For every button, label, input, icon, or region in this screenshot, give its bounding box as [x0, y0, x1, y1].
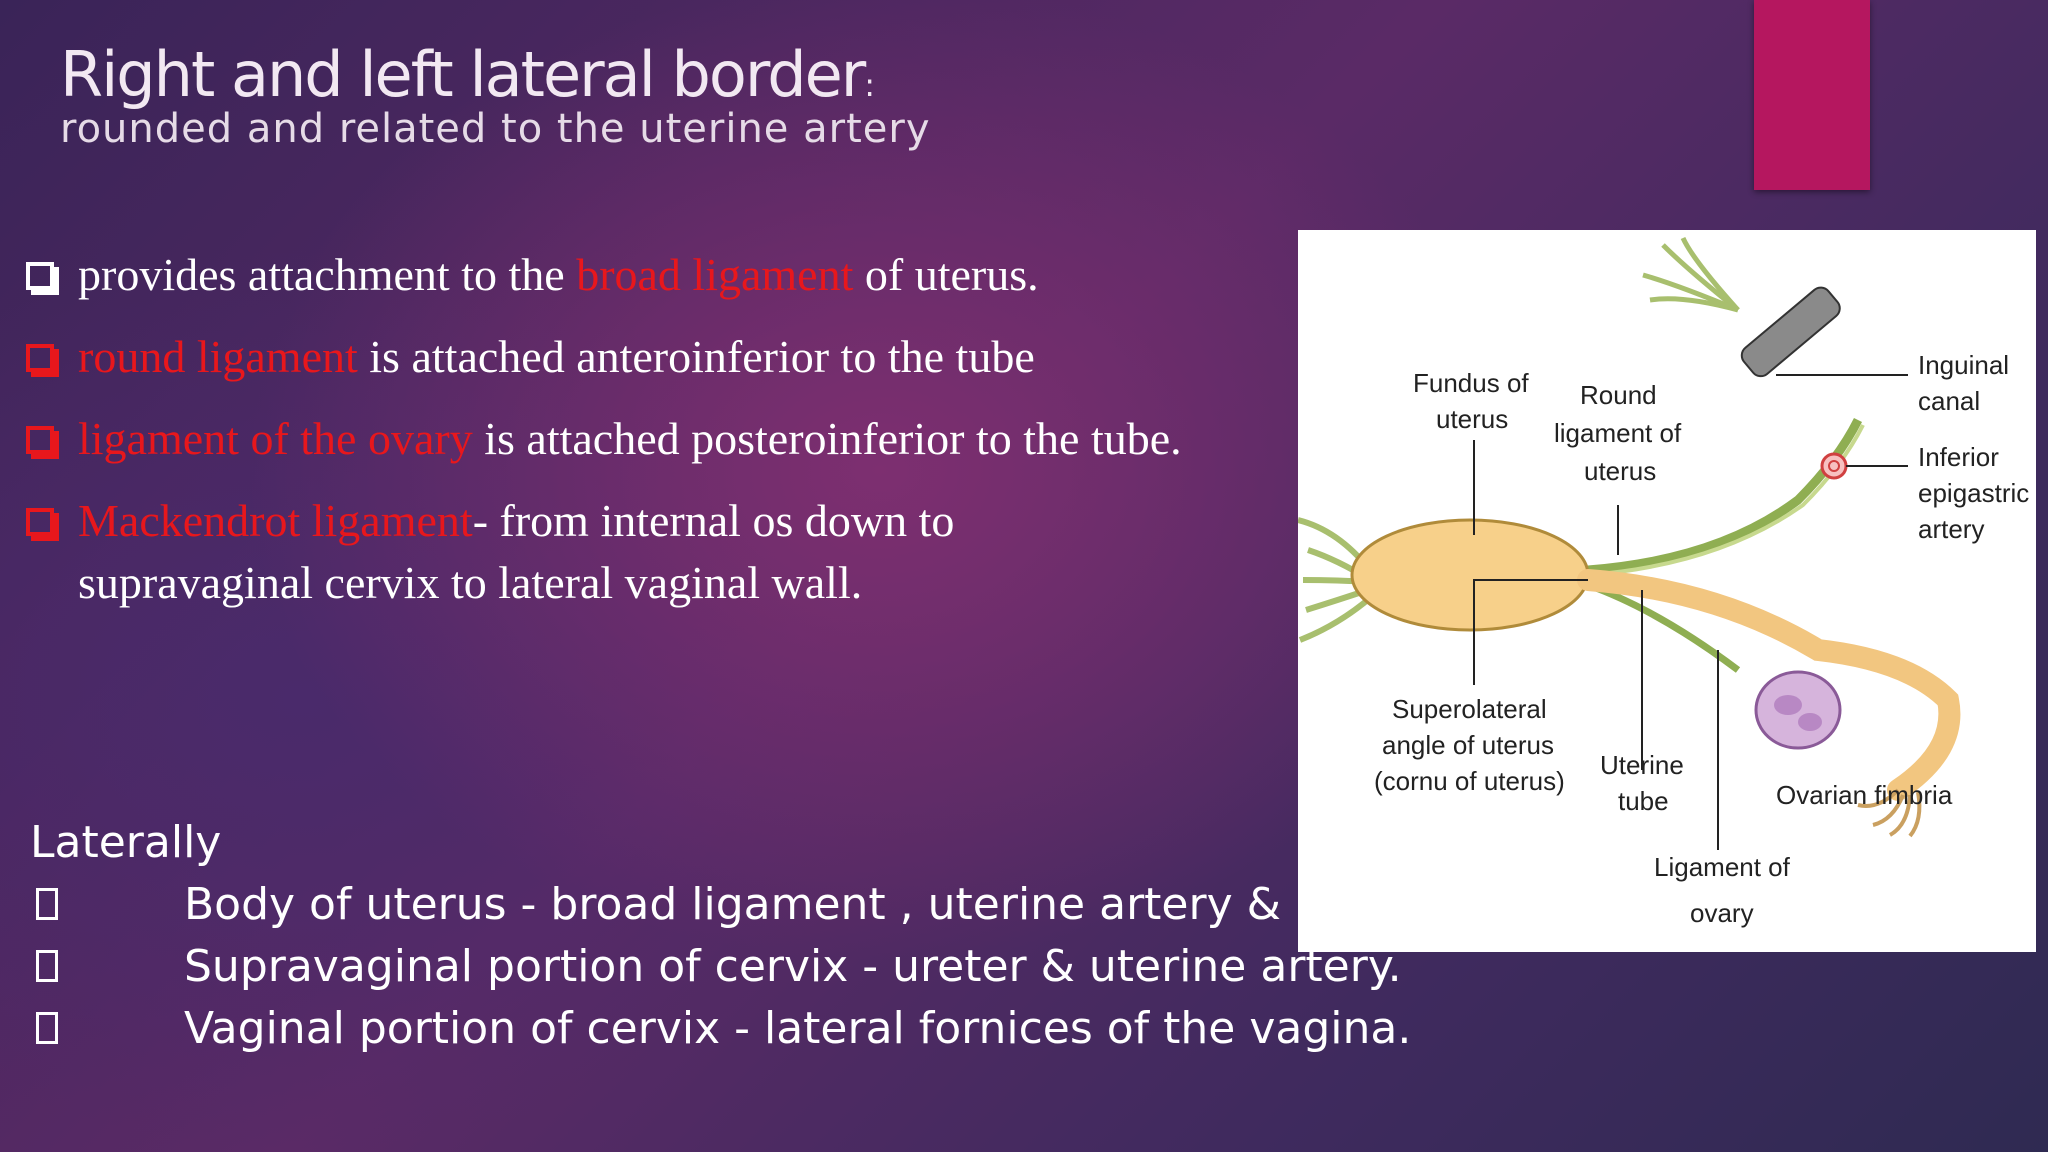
accent-bar	[1754, 0, 1870, 190]
bullet-highlight: broad ligament	[576, 249, 854, 300]
laterally-item-text: Vaginal portion of cervix - lateral forn…	[184, 1003, 1412, 1054]
canal-strands	[1642, 236, 1740, 313]
bullet-item: ligament of the ovary is attached poster…	[22, 408, 1288, 470]
label-round-2: ligament of	[1554, 418, 1682, 448]
epigastric-artery-circle	[1820, 452, 1848, 480]
label-fundus-2: uterus	[1436, 404, 1508, 434]
label-superolateral-3: (cornu of uterus)	[1374, 766, 1565, 796]
label-inferior-3: artery	[1918, 514, 1984, 544]
leader-lines	[1473, 374, 1908, 850]
bullet-list: provides attachment to the broad ligamen…	[22, 244, 1282, 634]
laterally-item-text: Body of uterus - broad ligament , uterin…	[184, 879, 1281, 930]
laterally-section: Laterally Body of uterus - broad ligamen…	[30, 812, 1510, 1060]
slide-subtitle: rounded and related to the uterine arter…	[60, 106, 931, 152]
bullet-text: provides attachment to the	[78, 249, 577, 300]
round-ligament-path	[1587, 417, 1863, 575]
label-superolateral-2: angle of uterus	[1382, 730, 1554, 760]
label-inferior: Inferior	[1918, 442, 1999, 472]
label-uterine-tube: Uterine	[1600, 750, 1684, 780]
square-bullet-icon	[36, 1012, 58, 1044]
laterally-item: Vaginal portion of cervix - lateral forn…	[30, 998, 1510, 1060]
bullet-text-end: of uterus.	[853, 249, 1039, 300]
uterus-body	[1350, 518, 1590, 632]
title-colon: :	[864, 66, 875, 104]
bullet-item: Mackendrot ligament- from internal os do…	[22, 490, 1138, 614]
bullet-text: is attached anteroinferior to the tube	[357, 331, 1035, 382]
bullet-highlight: round ligament	[78, 331, 358, 382]
label-inguinal-2: canal	[1918, 386, 1980, 416]
title-text: Right and left lateral border	[60, 38, 866, 111]
checkbox-bullet-icon	[26, 262, 59, 295]
laterally-item-text: Supravaginal portion of cervix - ureter …	[184, 941, 1402, 992]
label-inferior-2: epigastric	[1918, 478, 2029, 508]
uterus-anatomy-diagram: Fundus of uterus Round ligament of uteru…	[1298, 230, 2036, 952]
label-inguinal: Inguinal	[1918, 350, 2009, 380]
label-superolateral: Superolateral	[1392, 694, 1547, 724]
bullet-highlight: ligament of the ovary	[78, 413, 473, 464]
fimbria-strands	[1857, 788, 1922, 838]
bullet-item: round ligament is attached anteroinferio…	[22, 326, 1282, 388]
laterally-heading: Laterally	[30, 817, 222, 868]
bullet-item: provides attachment to the broad ligamen…	[22, 244, 1282, 306]
fallopian-tube	[1577, 569, 1961, 801]
laterally-item: Supravaginal portion of cervix - ureter …	[30, 936, 1510, 998]
diagram-svg: Fundus of uterus Round ligament of uteru…	[1298, 236, 2029, 928]
label-fundus: Fundus of	[1413, 368, 1529, 398]
square-bullet-icon	[36, 888, 58, 920]
checkbox-bullet-icon	[26, 426, 59, 459]
square-bullet-icon	[36, 950, 58, 982]
label-ligament-ovary-2: ovary	[1690, 898, 1754, 928]
label-ligament-ovary: Ligament of	[1654, 852, 1791, 882]
inguinal-canal-shape	[1740, 286, 1841, 378]
label-ovarian-fimbria: Ovarian fimbria	[1776, 780, 1953, 810]
label-round: Round	[1580, 380, 1657, 410]
laterally-item: Body of uterus - broad ligament , uterin…	[30, 874, 1510, 936]
bullet-highlight: Mackendrot ligament	[78, 495, 473, 546]
label-round-3: uterus	[1584, 456, 1656, 486]
bullet-text: is attached posteroinferior to the tube.	[472, 413, 1182, 464]
checkbox-bullet-icon	[26, 344, 59, 377]
bullet-text: - from internal os down to supravaginal …	[78, 495, 955, 608]
checkbox-bullet-icon	[26, 508, 59, 541]
slide-title: Right and left lateral border:	[60, 44, 875, 106]
label-uterine-tube-2: tube	[1618, 786, 1669, 816]
